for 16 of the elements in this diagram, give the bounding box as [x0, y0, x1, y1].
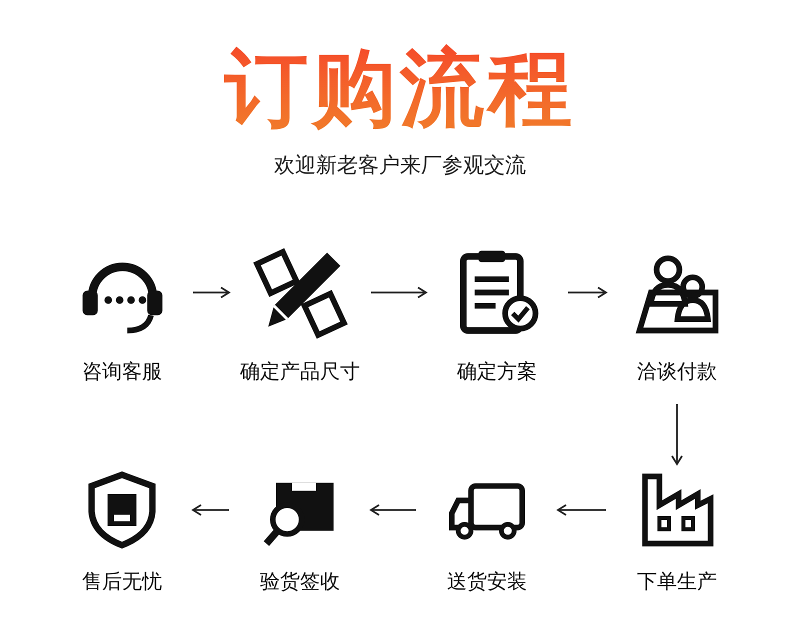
step-label: 下单生产	[637, 568, 717, 594]
step-label: 洽谈付款	[637, 358, 717, 384]
step-label: 确定产品尺寸	[240, 358, 360, 384]
arrow	[671, 404, 683, 465]
arrow	[192, 504, 229, 516]
arrow	[568, 286, 607, 298]
arrow	[370, 504, 416, 516]
step-label: 送货安装	[447, 568, 527, 594]
step-label: 验货签收	[260, 568, 340, 594]
step-label: 确定方案	[457, 358, 537, 384]
arrow	[557, 504, 606, 516]
arrow	[371, 286, 427, 298]
subtitle: 欢迎新老客户来厂参观交流	[274, 152, 526, 179]
step-label: 售后无忧	[82, 568, 162, 594]
arrow	[193, 286, 230, 298]
step-label: 咨询客服	[82, 358, 162, 384]
